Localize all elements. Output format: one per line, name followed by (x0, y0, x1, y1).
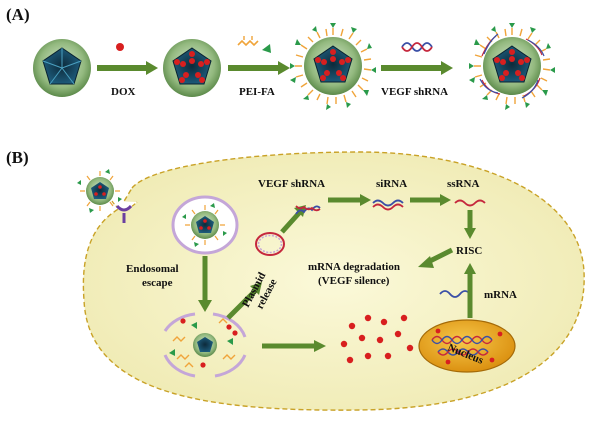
panel-b-label: (B) (6, 148, 29, 167)
arrow-step-3 (381, 61, 453, 75)
fa-receptor (111, 200, 138, 223)
arrow-endosome-to-cytoplasm (262, 340, 326, 352)
label-risc: RISC (456, 245, 482, 257)
nanoparticle-empty (33, 39, 91, 97)
label-ssrna: ssRNA (447, 178, 479, 190)
nanoparticle-pei-fa-coated (290, 23, 376, 110)
arrow-ssrna-to-risc (464, 210, 476, 239)
ssrna-strand (454, 199, 486, 207)
mrna-strand (439, 290, 471, 298)
dox-molecule (116, 43, 124, 51)
arrow-plasmid-release (226, 282, 262, 320)
label-escape: escape (142, 277, 173, 289)
nanoparticle-dox-loaded (163, 39, 221, 97)
label-vegf-silence: (VEGF silence) (318, 275, 390, 287)
sirna-duplex (372, 199, 404, 211)
arrow-risc-to-degradation (418, 247, 454, 268)
label-endosomal: Endosomal (126, 263, 179, 275)
pei-fa-molecule (237, 36, 271, 53)
arrow-shrna-to-sirna (328, 194, 371, 206)
label-mrna: mRNA (484, 289, 517, 301)
plasmid-ring (255, 232, 285, 256)
label-vegf-shrna: VEGF shRNA (381, 86, 448, 98)
arrow-sirna-to-ssrna (410, 194, 451, 206)
nucleus (418, 319, 516, 373)
arrow-step-2 (228, 61, 290, 75)
label-b-vegf-shrna: VEGF shRNA (258, 178, 325, 190)
arrow-step-1 (97, 61, 158, 75)
label-sirna: siRNA (376, 178, 407, 190)
panel-a-label: (A) (6, 5, 30, 24)
label-dox: DOX (111, 86, 136, 98)
endosome (171, 195, 239, 255)
free-dox-molecules (340, 314, 414, 364)
arrow-endosome-down (198, 256, 212, 312)
vegf-shrna-molecule (401, 42, 433, 52)
nanoparticle-complete (469, 23, 555, 110)
label-pei-fa: PEI-FA (239, 86, 275, 98)
label-mrna-degradation: mRNA degradation (308, 261, 400, 273)
ruptured-endosome (163, 312, 247, 378)
arrow-nucleus-to-risc (464, 263, 476, 318)
shrna-hairpin (295, 205, 321, 215)
nanoparticle-extracellular (77, 169, 122, 213)
